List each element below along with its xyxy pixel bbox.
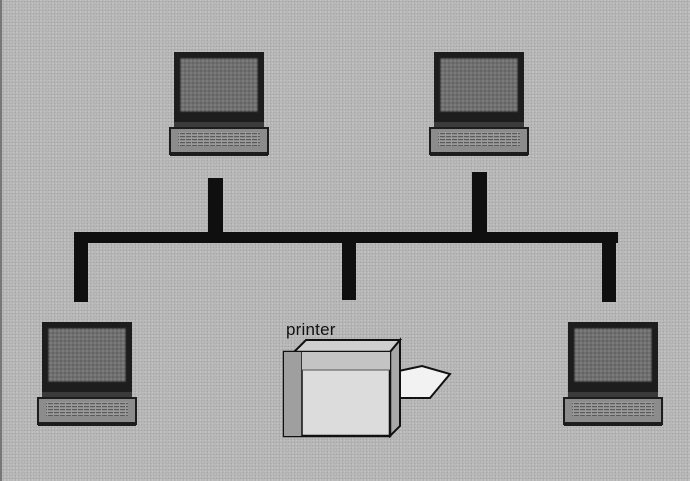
printer-label: printer [286, 320, 336, 339]
laptop-icon-top-right [429, 51, 529, 157]
laptop-icon-bottom-left [37, 321, 137, 427]
cable-drop-bottom-right [602, 232, 616, 302]
laptop-icon-bottom-right [563, 321, 663, 427]
cable-drop-top-right [472, 172, 487, 240]
cable-drop-top-left [208, 178, 223, 240]
laptop-icon-top-left [169, 51, 269, 157]
printer-icon [282, 337, 452, 439]
cable-drop-printer [342, 232, 356, 300]
cable-drop-bottom-left [74, 232, 88, 302]
